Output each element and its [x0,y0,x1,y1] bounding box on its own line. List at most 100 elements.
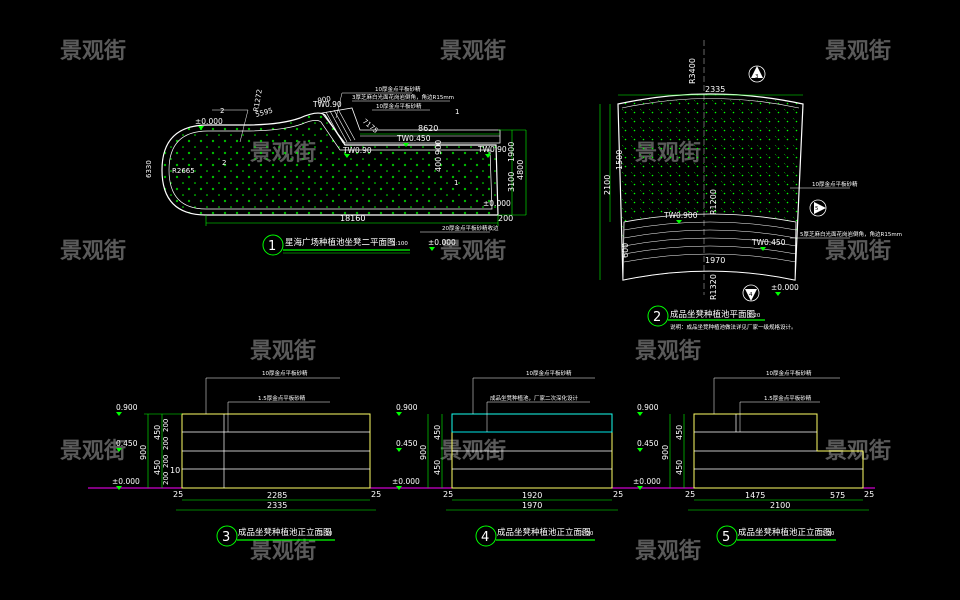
plan1-planter-outline [161,112,499,216]
elev5-dim-25a: 25 [685,490,695,499]
svg-text:3: 3 [755,74,759,80]
plan1-level-tw-a: TW0.90 [312,100,342,109]
plan1-radius: R2665 [172,167,195,175]
plan2-subnote: 说明：成品坐凳种植池做法详见厂家一级规格设计。 [670,323,797,331]
plan1-dim-400: 400 [434,157,443,172]
elev3-dim-2285: 2285 [267,491,287,500]
plan1-level-pm-a: ±0.000 [195,117,223,126]
elev5-dim-1475: 1475 [745,491,765,500]
plan1-note-4: 20厚金点平板砂精收边 [442,224,499,232]
plan2-dim-2100: 2100 [603,175,612,195]
elev4-vdim-900: 900 [419,445,428,460]
plan2-scale: 1:20 [748,313,761,319]
plan-1-planter-seat: 4800 3100 1900 400 900 200 18160 8620 R2… [145,85,527,256]
elev5-dim-total: 2100 [770,501,790,510]
elev3-vdim-200a: 200 [162,472,170,485]
elev3-vdim-200b: 200 [162,455,170,468]
plan1-level-pm-c: ±0.000 [428,238,456,247]
plan1-level-pm-b: ±0.000 [483,199,511,208]
elev3-level-0000: ±0.000 [112,477,140,486]
elev5-vdim-450a: 450 [675,425,684,440]
section-marker-right: 5 [809,199,827,217]
elev3-level-0900: 0.900 [116,403,138,412]
elev5-dim-575: 575 [830,491,845,500]
elev3-title: 成品坐凳种植池正立面图 [238,527,332,538]
plan-2-finished-planter: 2100 1500 600 2335 R3400 R1200 1970 R132… [599,40,902,331]
plan1-level-tw-c: TW0.90 [477,145,507,154]
plan1-note-3: 10厚金点平板砂精 [376,102,422,110]
elev5-scale: 1:20 [822,531,835,537]
plan2-level-tw900: TW0.900 [663,211,698,220]
plan2-dim-1500: 1500 [615,150,624,170]
plan2-note-2: 5厚芝麻白光面花岗岩倒角，角边R15mm [800,230,902,238]
plan1-dim-4800: 4800 [516,160,525,180]
elev4-dim-total: 1970 [522,501,542,510]
plan1-dim-6330: 6330 [145,160,153,178]
elev3-vdim-450b: 450 [153,460,162,475]
watermark: 景观街 [60,238,126,264]
elev3-vdim-900: 900 [139,445,148,460]
elev4-scale: 1:20 [581,531,594,537]
plan2-radius-3400: R3400 [688,58,697,84]
elev4-title: 成品坐凳种植池正立面图 [497,527,591,538]
watermark: 景观街 [440,238,506,264]
section-marker-bottom: 4 [742,284,760,302]
svg-text:4: 4 [749,292,753,298]
plan2-level-pm: ±0.000 [771,283,799,292]
watermark: 景观街 [60,38,126,64]
plan1-scale: 1:100 [392,241,408,247]
plan1-dim-2b: 2 [222,159,226,167]
watermark: 景观街 [440,38,506,64]
plan1-dim-900b: 900 [317,95,332,105]
watermark: 景观街 [250,538,316,564]
elev5-dim-25b: 25 [864,490,874,499]
plan1-dim-7175: 7175 [361,117,380,135]
elev3-note-2: 1.5厚金点平板砂精 [258,394,306,402]
plan2-title: 成品坐凳种植池平面图 [670,309,755,320]
svg-text:5: 5 [815,206,819,212]
elev3-vdim-200d: 200 [162,419,170,432]
plan1-dim-1b: 1 [454,179,458,187]
elev5-number: 5 [722,530,730,545]
elev4-level-0450: 0.450 [396,439,418,448]
plan1-note-2: 3厚芝麻白光面花岗岩倒角，角边R15mm [352,93,454,101]
plan1-radius-1272: R1272 [252,89,264,113]
elev3-level-0450: 0.450 [116,439,138,448]
elev3-dim-total: 2335 [267,501,287,510]
watermark: 景观街 [635,338,701,364]
plan1-level-tw-450: TW0.450 [396,134,431,143]
plan2-dim-600: 600 [621,243,630,258]
plan2-dim-2335: 2335 [705,85,725,94]
watermark: 景观街 [250,338,316,364]
elevation-5: 10厚金点平板砂精 1.5厚金点平板砂精 0.900 0.450 ±0.000 … [633,369,874,547]
plan1-dim-1: 1 [455,108,459,116]
plan1-dim-3100: 3100 [507,172,516,192]
section-marker-top: 3 [748,65,766,83]
elev4-note-1: 10厚金点平板砂精 [526,369,572,377]
elev4-level-0000: ±0.000 [392,477,420,486]
plan1-number: 1 [268,239,276,254]
elev4-dim-1920: 1920 [522,491,542,500]
elev4-dim-25a: 25 [443,490,453,499]
elev3-note-1: 10厚金点平板砂精 [262,369,308,377]
plan2-dim-1970: 1970 [705,256,725,265]
elev3-vdim-200c: 200 [162,437,170,450]
plan2-level-tw450: TW0.450 [751,238,786,247]
elev4-dim-25b: 25 [613,490,623,499]
plan1-note-1: 10厚金点平板砂精 [375,85,421,93]
watermark: 景观街 [825,238,891,264]
elev5-level-0000: ±0.000 [633,477,661,486]
plan1-dim-top: 8620 [418,124,438,133]
plan1-dim-total: 18160 [340,214,365,223]
plan1-dim-900: 900 [434,140,443,155]
elevation-4: 10厚金点平板砂精 成品坐凳种植池，厂家二次深化设计 0.900 0.450 ±… [392,369,623,547]
elev3-scale: 1:20 [320,531,333,537]
watermark: 景观街 [635,538,701,564]
elev4-vdim-450b: 450 [433,460,442,475]
plan2-radius-1320: R1320 [709,274,718,300]
watermark: 景观街 [825,38,891,64]
elev5-vdim-900: 900 [661,445,670,460]
elev5-level-0900: 0.900 [637,403,659,412]
elev5-note-2: 1.5厚金点平板砂精 [764,394,812,402]
